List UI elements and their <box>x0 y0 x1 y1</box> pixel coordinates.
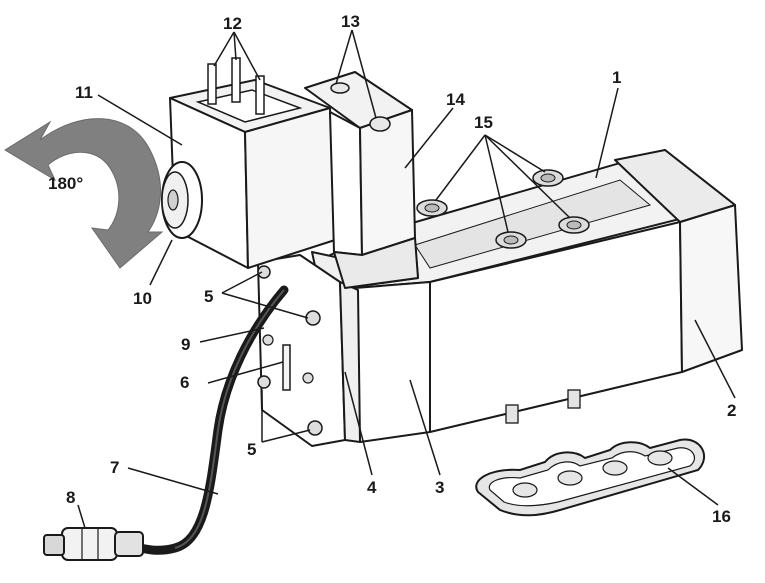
rotation-arrow <box>4 118 164 269</box>
end-cap-2-top <box>614 149 736 223</box>
solenoid-coil <box>169 57 336 269</box>
screw-hole-bottom-left <box>257 375 271 389</box>
coil-side <box>244 107 336 269</box>
callout-8: 8 <box>66 488 75 507</box>
pilot-front <box>329 111 363 256</box>
gasket <box>475 438 705 517</box>
stud-right <box>567 389 581 409</box>
callout-2: 2 <box>727 401 736 420</box>
leader-3 <box>409 379 441 476</box>
cable-assembly <box>43 285 289 561</box>
leader-16 <box>667 467 719 506</box>
callout-13: 13 <box>341 12 360 31</box>
leader-9 <box>199 327 265 343</box>
leader-8 <box>77 504 86 529</box>
pilot-screw-front <box>369 116 391 132</box>
leader-15-2 <box>484 134 509 233</box>
callout-11: 11 <box>75 83 93 102</box>
stud-left <box>505 404 519 424</box>
screw-hole-mid <box>302 372 314 384</box>
port-bottom-right-inner <box>566 220 582 230</box>
valve-body-top-stripe <box>414 179 652 269</box>
end-plate <box>257 254 361 447</box>
callout-1: 1 <box>612 68 621 87</box>
callout-12: 12 <box>223 14 242 33</box>
callout-15: 15 <box>474 113 493 132</box>
leader-lines <box>77 29 736 529</box>
gasket-inner <box>488 447 695 507</box>
leader-13-1 <box>335 29 353 85</box>
valve-body <box>329 149 743 443</box>
screw-hole-top-left <box>257 265 271 279</box>
callout-6: 6 <box>180 373 189 392</box>
callout-9: 9 <box>181 335 190 354</box>
valve-body-front-section-3 <box>354 281 431 443</box>
port-top-right-inner <box>540 173 556 183</box>
leader-5a-2 <box>221 292 309 319</box>
coil-pin-right <box>255 75 265 115</box>
leader-14 <box>404 107 454 169</box>
leader-5b-2 <box>261 429 311 443</box>
connector-body <box>61 527 118 561</box>
callout-14: 14 <box>446 90 465 109</box>
end-cap-2-front <box>679 204 743 373</box>
leader-6 <box>207 361 284 384</box>
leader-2 <box>694 319 736 399</box>
pilot-ports <box>416 169 590 249</box>
callout-4: 4 <box>367 478 377 497</box>
leader-15-3 <box>484 134 546 173</box>
screw-hole-bottom-right <box>307 420 323 436</box>
screw-hole-top-right <box>305 310 321 326</box>
leader-10 <box>149 239 173 286</box>
gasket-hole-2 <box>557 470 583 486</box>
leader-12-2 <box>233 31 237 61</box>
pilot-valve <box>304 71 419 289</box>
leader-5a-1 <box>221 271 263 294</box>
callout-3: 3 <box>435 478 444 497</box>
manual-override-slot <box>282 344 291 391</box>
pilot-base <box>333 237 419 289</box>
coil-nut-center <box>167 189 179 211</box>
callout-16: 16 <box>712 507 731 526</box>
callout-10: 10 <box>133 289 152 308</box>
leader-15-4 <box>484 134 571 219</box>
end-plate-face <box>257 254 346 447</box>
pilot-screw-top <box>330 82 350 94</box>
callout-7: 7 <box>110 458 119 477</box>
gasket-hole-4 <box>647 450 673 466</box>
callouts: 1 2 3 4 5 5 6 7 8 9 10 11 12 13 14 15 16… <box>48 12 736 526</box>
callout-5-upper: 5 <box>204 287 213 306</box>
cable-highlight <box>174 289 285 549</box>
port-left-inner <box>424 203 440 213</box>
leader-4 <box>344 371 373 476</box>
port-bottom-left-inner <box>503 235 519 245</box>
m8-connector <box>43 527 144 561</box>
coil-pin-left <box>207 63 217 105</box>
leader-12-1 <box>213 31 235 67</box>
leader-15-1 <box>435 134 486 201</box>
pilot-side <box>359 109 416 256</box>
coil-pin-middle <box>231 57 241 103</box>
leader-11 <box>97 94 183 146</box>
connector-nut <box>114 531 144 557</box>
rotation-label: 180° <box>48 174 83 193</box>
leader-7 <box>127 467 219 495</box>
rotation-arrow-shape <box>4 118 164 269</box>
gasket-hole-3 <box>602 460 628 476</box>
coil-nut <box>161 161 203 239</box>
callout-5-lower: 5 <box>247 440 256 459</box>
connector-tip <box>43 534 65 556</box>
gasket-hole-1 <box>512 482 538 498</box>
leader-13-2 <box>351 29 377 119</box>
leader-1 <box>595 87 619 179</box>
leader-12-3 <box>233 31 261 81</box>
screw-hole-upper <box>262 334 274 346</box>
mounting-studs <box>505 389 581 424</box>
